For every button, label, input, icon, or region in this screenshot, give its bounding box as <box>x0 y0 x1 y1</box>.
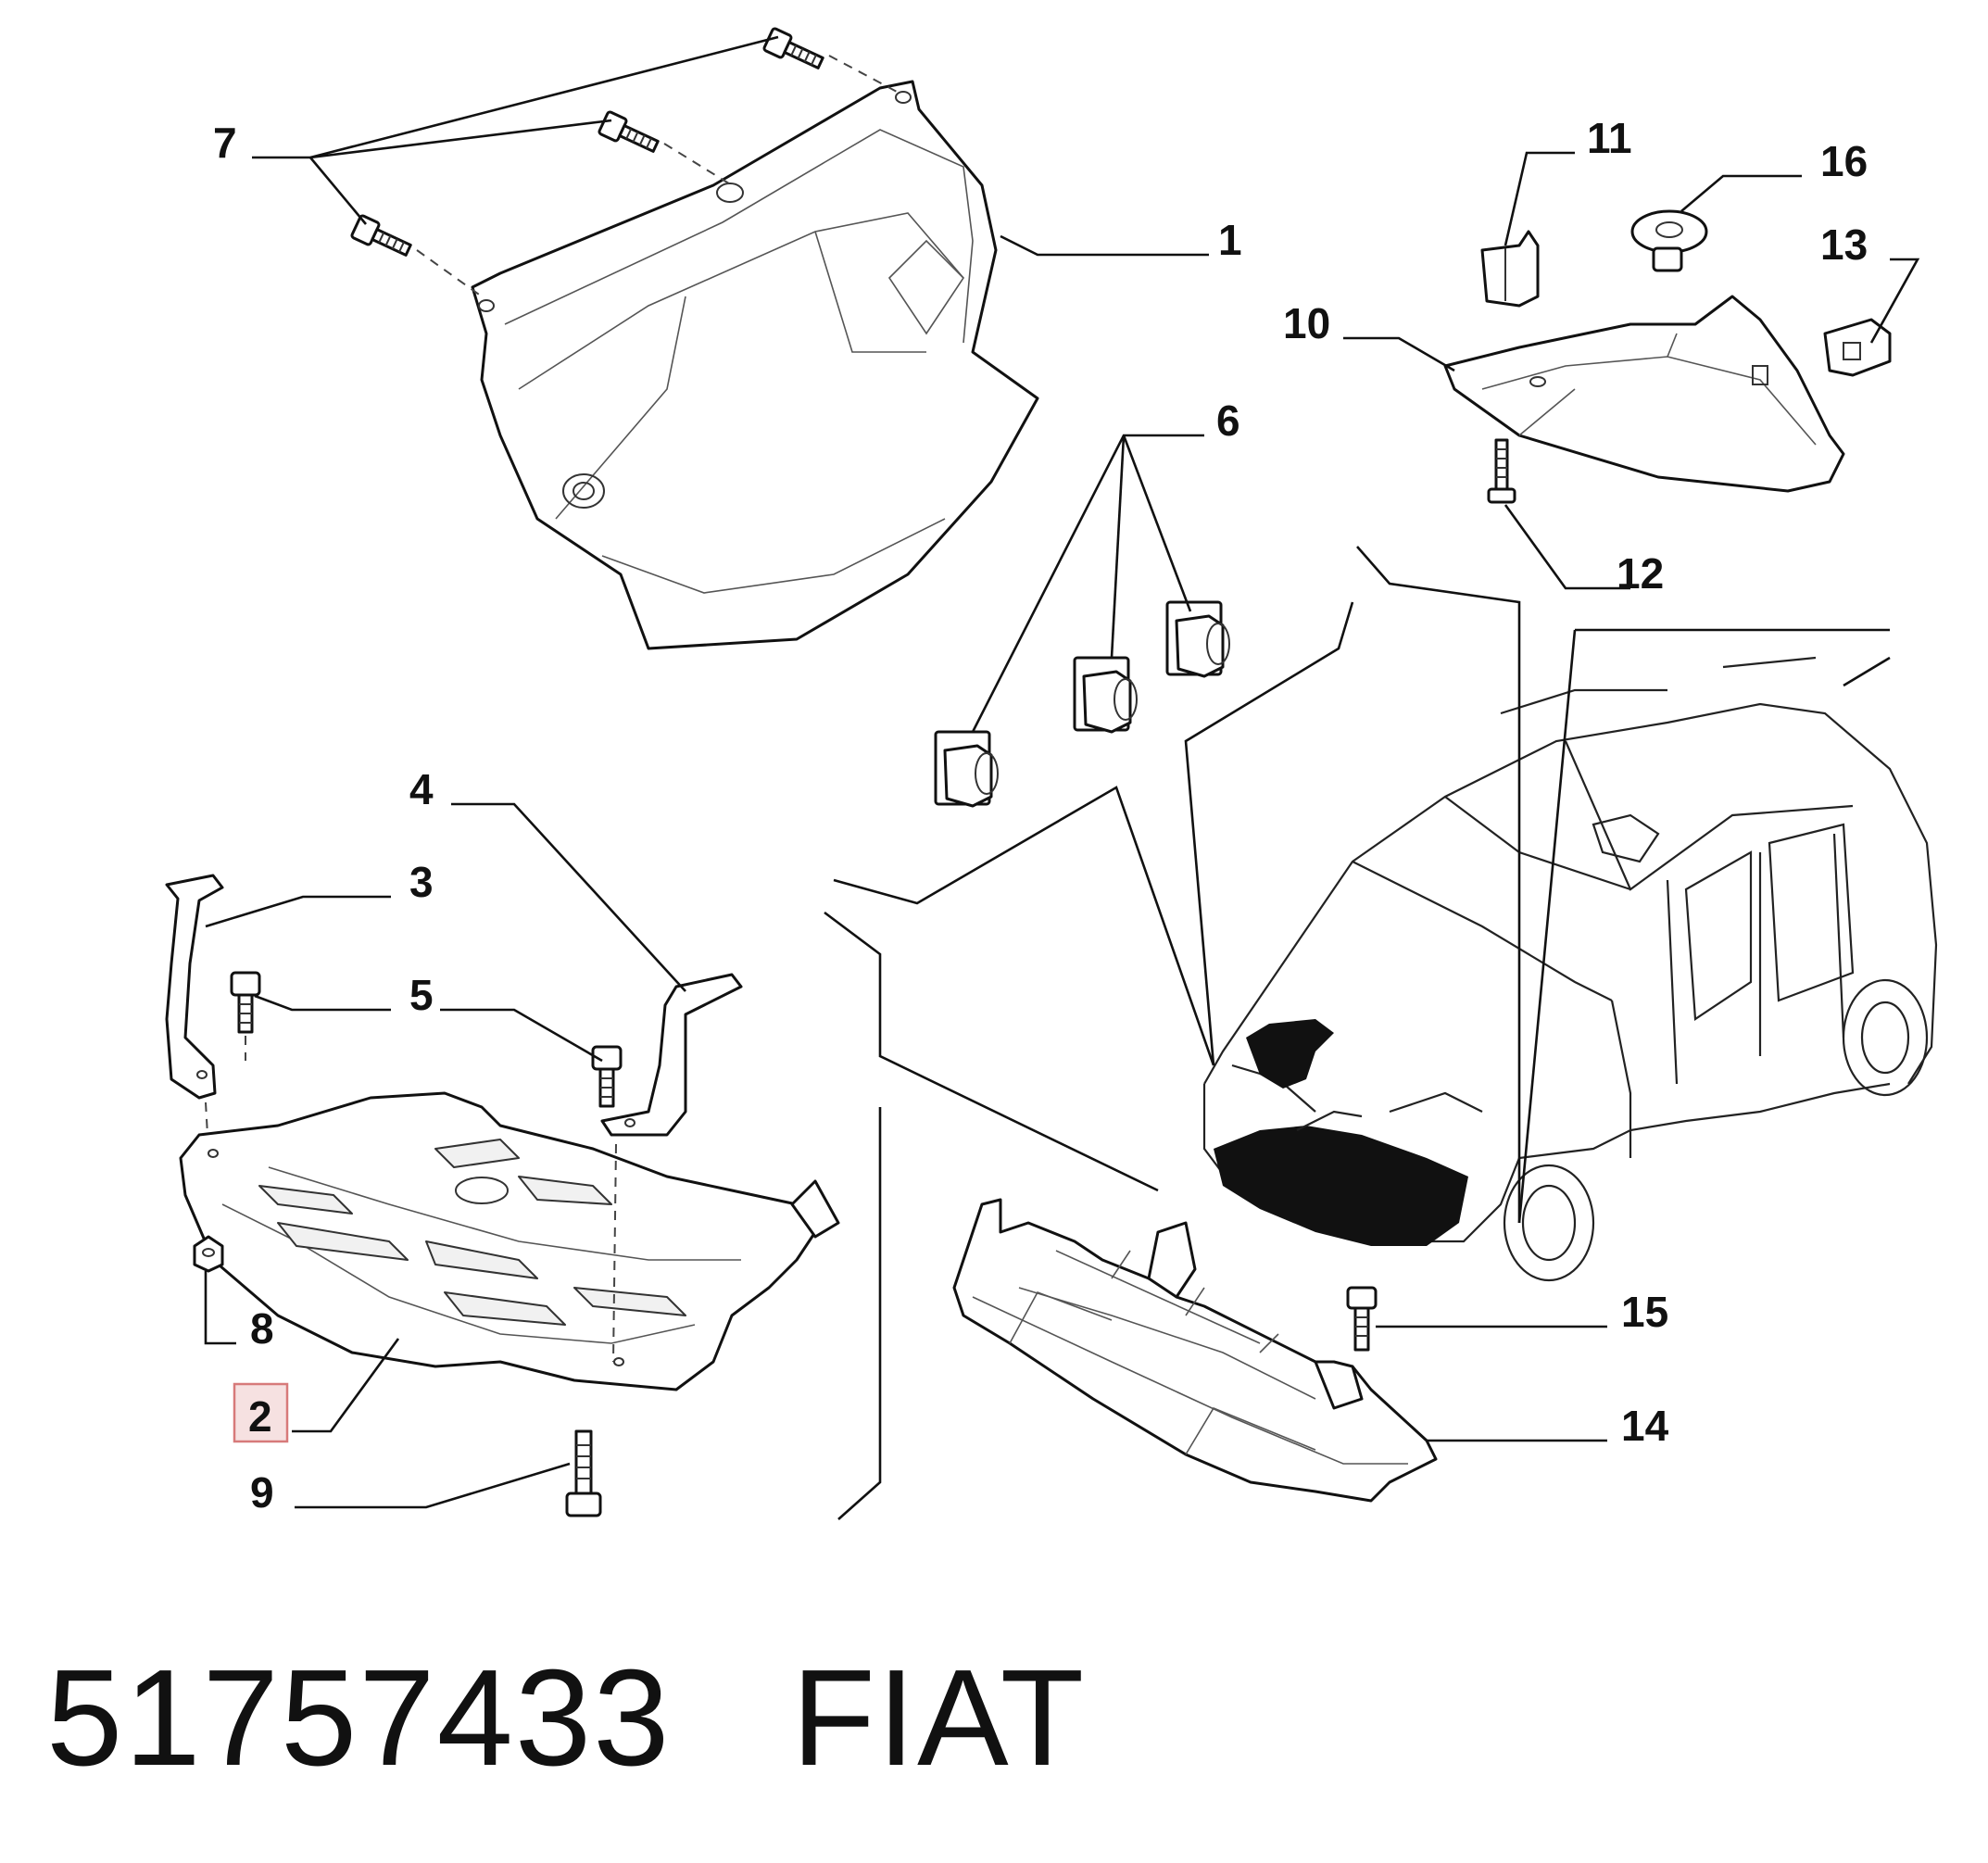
footer-part-number: 51757433 <box>46 1642 672 1794</box>
part-14-front-lower-shield <box>952 1198 1438 1503</box>
footer-part-label: 51757433 FIAT <box>46 1640 1086 1797</box>
car-illustration <box>1202 656 1938 1282</box>
callout-12: 12 <box>1617 549 1664 598</box>
callout-8: 8 <box>250 1304 274 1353</box>
part-5-bolts <box>230 971 623 1108</box>
callout-5: 5 <box>409 971 434 1019</box>
callout-11: 11 <box>1587 114 1632 162</box>
callout-13: 13 <box>1820 220 1868 269</box>
callout-7: 7 <box>213 119 237 167</box>
part-1-splash-shield <box>471 80 1039 650</box>
callout-numbers: 7 1 11 16 13 10 6 12 4 3 5 8 2 9 15 14 <box>213 114 1868 1517</box>
callout-1: 1 <box>1218 216 1242 264</box>
callout-4: 4 <box>409 765 434 813</box>
callout-10: 10 <box>1283 299 1330 347</box>
callout-15: 15 <box>1621 1288 1668 1336</box>
callout-6: 6 <box>1216 397 1240 445</box>
callout-16: 16 <box>1820 137 1868 185</box>
part-8-nut <box>193 1235 224 1273</box>
part-11-clip <box>1480 230 1540 308</box>
part-2-underbody-shield <box>179 1091 840 1391</box>
footer-brand: FIAT <box>791 1642 1087 1794</box>
part-7-bolts <box>350 27 900 297</box>
part-13-clip-nut <box>1823 318 1892 377</box>
part-4-bracket <box>600 973 743 1363</box>
part-9-bolt <box>565 1429 602 1517</box>
part-15-bolt <box>1346 1286 1378 1352</box>
callout-9: 9 <box>250 1468 274 1517</box>
part-16-push-pin <box>1630 209 1708 272</box>
part-6-rubber-mounts <box>934 600 1230 808</box>
callout-3: 3 <box>409 858 434 906</box>
callout-2-highlight <box>233 1382 289 1443</box>
callout-14: 14 <box>1621 1402 1669 1450</box>
part-10-bracket-shield <box>1443 295 1845 493</box>
callout-2: 2 <box>248 1392 272 1441</box>
leader-lines <box>204 35 1920 1520</box>
part-12-screw <box>1487 438 1516 504</box>
part-3-bracket <box>165 874 224 1136</box>
